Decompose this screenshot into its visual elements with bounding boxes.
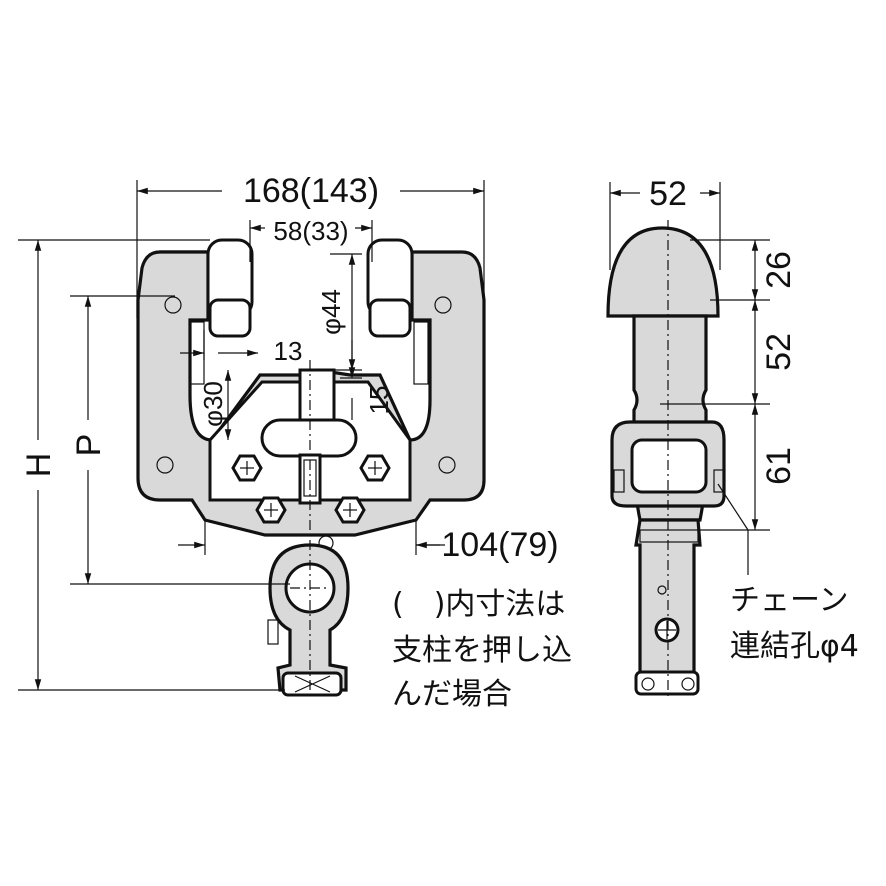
label-H: H	[20, 453, 58, 478]
label-side-52: 52	[760, 333, 798, 371]
right-roller-lower	[368, 298, 412, 338]
hole-ur	[434, 296, 452, 314]
dim-phi44: φ44	[316, 253, 362, 371]
dim-overall-width: 168(143)	[136, 172, 485, 318]
dim-phi30: φ30	[198, 370, 232, 440]
hole-lr	[438, 456, 456, 474]
note-parentheses: ( )内寸法は 支柱を押し込 んだ場合	[392, 587, 572, 712]
label-13: 13	[274, 336, 303, 366]
dim-side-width: 52	[609, 175, 721, 270]
hex-bolt-4	[334, 496, 366, 524]
left-roller-lower	[208, 298, 252, 338]
dim-side-vertical: 26 52 61	[660, 239, 798, 531]
label-side-61: 61	[760, 447, 798, 485]
hole-ll	[156, 456, 174, 474]
front-view	[136, 238, 486, 700]
note-line1: ( )内寸法は	[392, 587, 565, 622]
dim-13: 13	[180, 330, 302, 366]
hex-bolt-2	[359, 454, 391, 482]
note-line2: 支柱を押し込	[392, 633, 572, 668]
label-overall-width: 168(143)	[243, 172, 379, 210]
label-phi30: φ30	[198, 381, 228, 427]
note-line3: んだ場合	[392, 677, 512, 712]
dim-15: 15	[340, 340, 394, 420]
label-base-width: 104(79)	[441, 526, 558, 564]
hole-ul	[164, 296, 182, 314]
dim-H: H	[18, 239, 285, 691]
note-chain: チェーン 連結孔φ4	[717, 483, 859, 664]
label-phi44: φ44	[316, 289, 346, 335]
label-side-26: 26	[760, 251, 798, 289]
hex-bolt-3	[255, 496, 287, 524]
label-15: 15	[364, 386, 394, 415]
side-view	[606, 220, 726, 700]
label-inner-width: 58(33)	[273, 216, 348, 246]
hex-bolt-1	[231, 454, 263, 482]
dim-P: P	[70, 295, 290, 585]
chain-line1: チェーン	[730, 583, 849, 618]
dim-base-width: 104(79)	[178, 520, 559, 564]
label-P: P	[70, 434, 108, 457]
chain-line2: 連結孔φ4	[730, 629, 859, 664]
dim-inner-width: 58(33)	[249, 216, 373, 262]
center-slot	[260, 418, 358, 458]
side-dome	[606, 226, 720, 318]
label-side-width: 52	[649, 175, 687, 213]
